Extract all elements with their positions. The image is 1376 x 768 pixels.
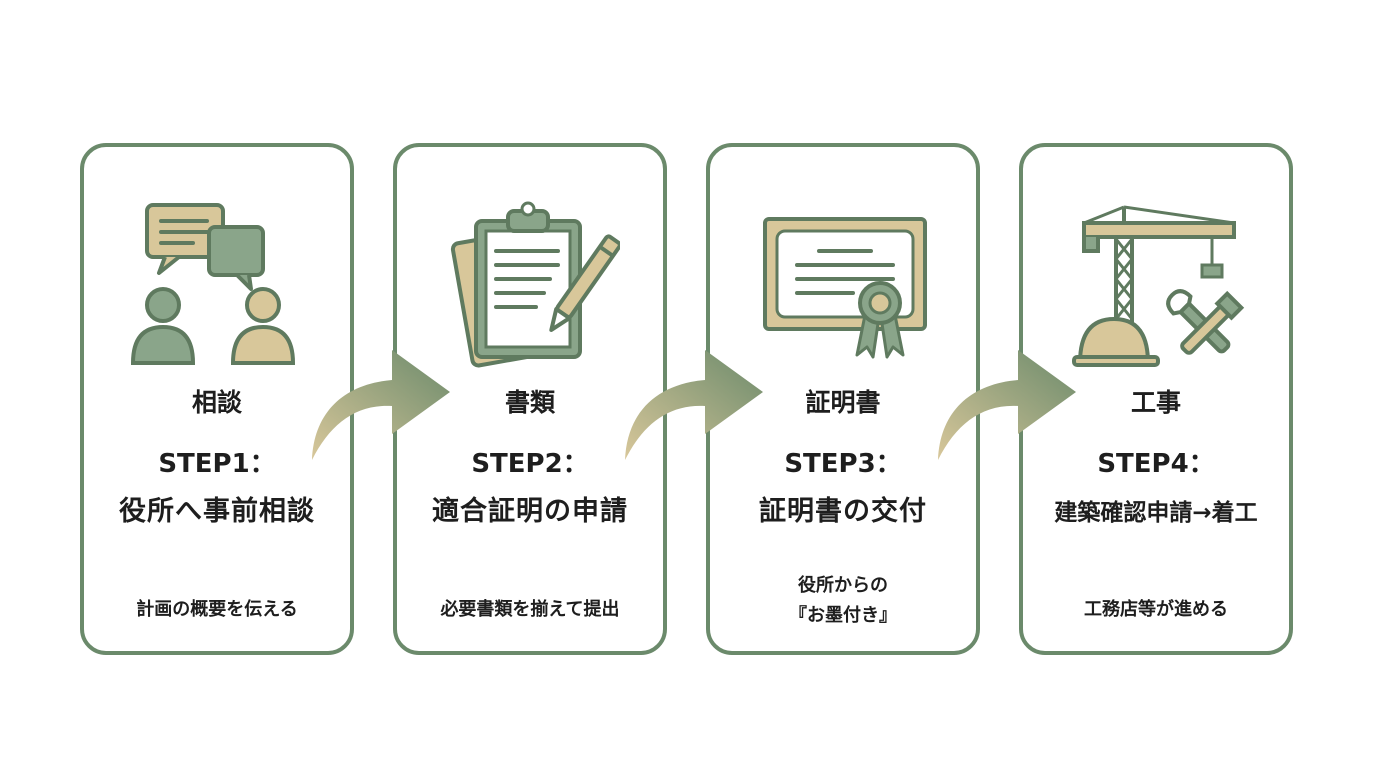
certificate-icon	[753, 199, 933, 375]
flow-arrow-1	[304, 342, 454, 462]
step-title: 適合証明の申請	[432, 496, 628, 527]
step-title: 建築確認申請→着工	[1054, 500, 1258, 526]
step-category: 工事	[1130, 388, 1181, 417]
clipboard-pen-icon	[440, 199, 620, 375]
construction-crane-icon	[1066, 199, 1246, 375]
step-description: 計画の概要を伝える	[136, 599, 298, 620]
step-description: 工務店等が進める	[1084, 599, 1228, 620]
step-description: 役所からの『お墨付き』	[789, 575, 897, 626]
step-number: STEP2：	[471, 449, 589, 479]
step-category: 相談	[191, 388, 242, 417]
step-card-2: 書類 STEP2： 適合証明の申請 必要書類を揃えて提出	[393, 143, 667, 655]
flow-arrow-3	[930, 342, 1080, 462]
step-description: 必要書類を揃えて提出	[440, 599, 620, 620]
step-title: 役所へ事前相談	[119, 496, 315, 527]
flow-arrow-2	[617, 342, 767, 462]
step-number: STEP4：	[1097, 449, 1215, 479]
consultation-icon	[127, 199, 307, 375]
step-category: 書類	[504, 388, 555, 417]
step-number: STEP1：	[158, 449, 276, 479]
step-category: 証明書	[805, 388, 881, 417]
step-card-1: 相談 STEP1： 役所へ事前相談 計画の概要を伝える	[80, 143, 354, 655]
step-title: 証明書の交付	[759, 496, 927, 527]
step-number: STEP3：	[784, 449, 902, 479]
